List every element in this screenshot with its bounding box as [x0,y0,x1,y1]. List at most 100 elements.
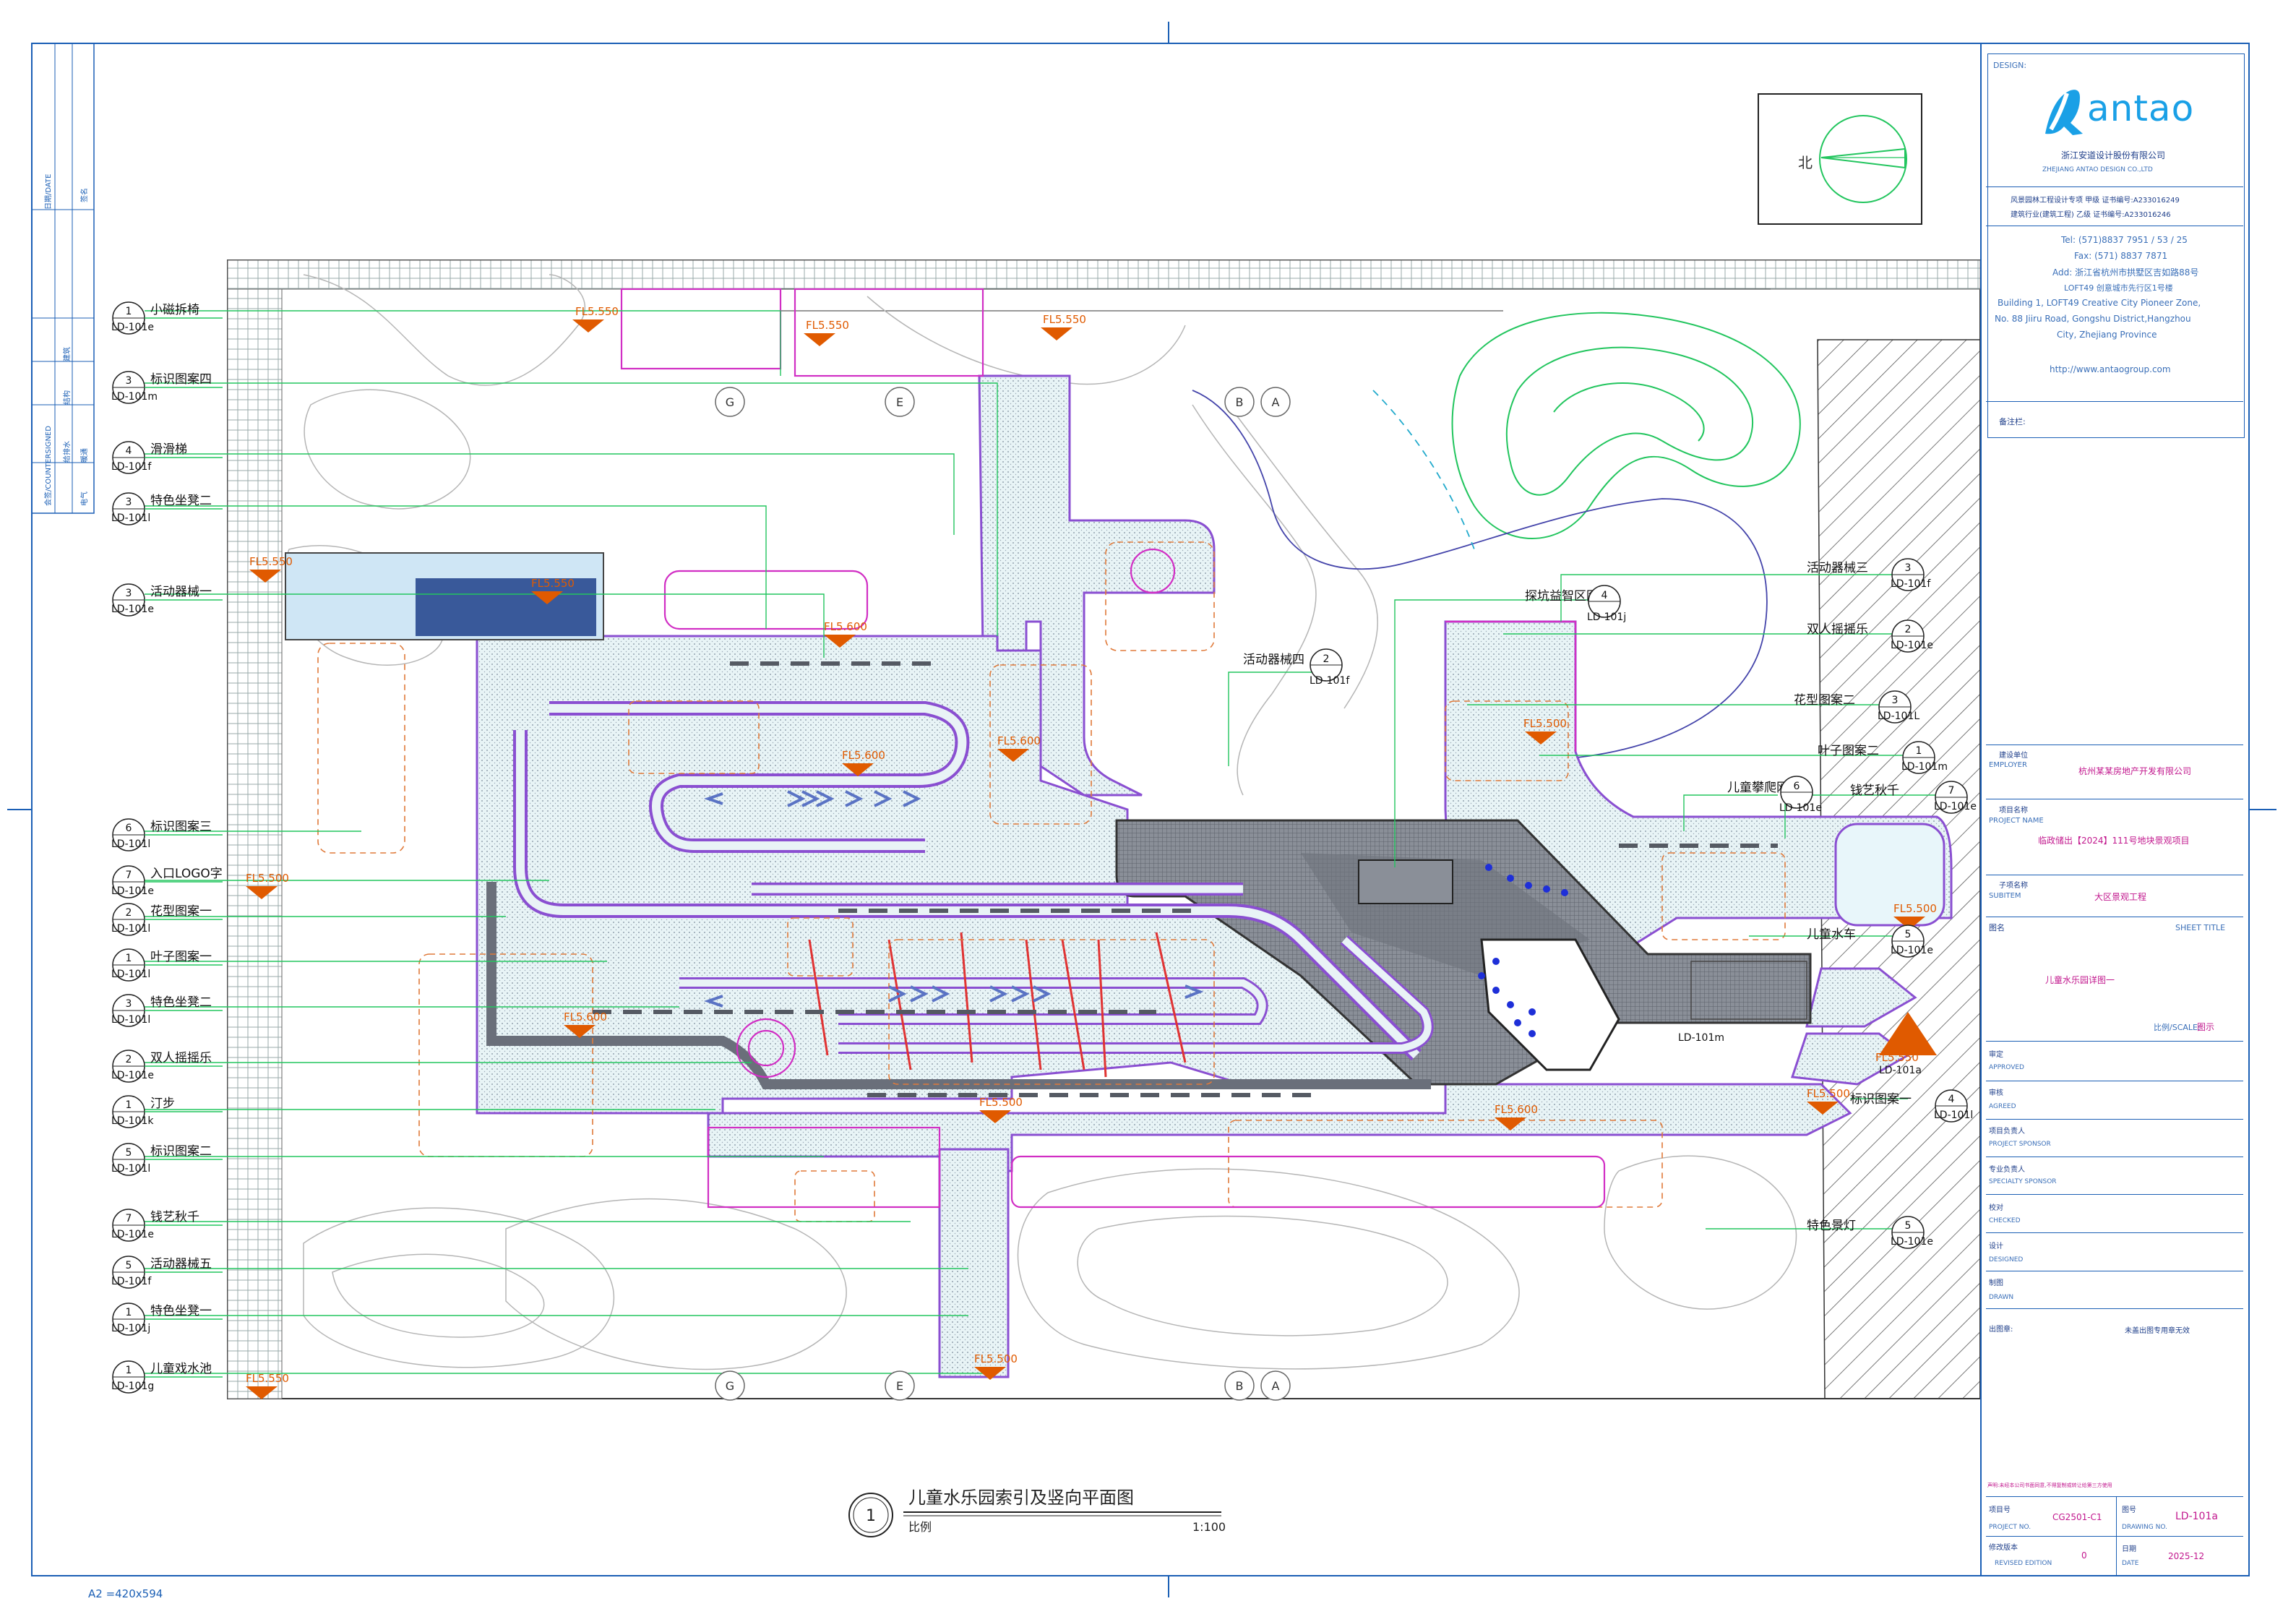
callout-label: 汀步 [150,1097,175,1111]
callout-reference: LD-101l [111,838,150,850]
elevation-marker: FL5.550 [804,319,849,346]
callout-number: 1 [1916,745,1922,757]
project-label-en: PROJECT NAME [1989,817,2044,825]
drawing-no-value: LD-101a [2175,1511,2218,1522]
callout-reference: LD-101e [111,1070,154,1081]
project-no-value: CG2501-C1 [2052,1512,2102,1522]
svg-text:FL5.500: FL5.500 [979,1096,1023,1109]
axis-label-a: A [1272,395,1280,409]
callout-number: 3 [126,588,132,599]
elevation-marker: FL5.500 [974,1352,1018,1380]
svg-text:FL5.500: FL5.500 [1807,1087,1850,1100]
date-label-en: DATE [2122,1560,2139,1567]
callout-label: 特色景灯 [1807,1219,1856,1233]
callout-reference: LD-101g [111,1381,154,1392]
callout-reference: LD-101l [111,1163,150,1175]
callout-label: 标识图案一 [1850,1092,1912,1107]
project-value: 临政储出【2024】111号地块景观项目 [2038,836,2190,846]
axis-bubbles: G E B A G E B A [715,387,1291,1401]
callout-number: 2 [126,907,132,919]
strip-col-label: 给排水 [64,441,72,463]
agreed-label-en: AGREED [1989,1103,2016,1110]
planting-outline [1192,390,1768,760]
callout-label: 儿童水车 [1807,927,1856,942]
callout-label: 标识图案四 [150,372,212,387]
callout-label: 儿童戏水池 [150,1362,212,1376]
callout-number: 1 [126,1307,132,1318]
agreed-label-cn: 审核 [1989,1089,2003,1097]
svg-text:FL5.600: FL5.600 [997,734,1041,747]
callout-reference: LD-101e [111,604,154,615]
callout-label: 叶子图案一 [150,950,212,964]
callout-label: 钱艺秋千 [150,1210,199,1224]
svg-text:LD-101j: LD-101j [1587,612,1626,623]
sheet-title-value: 儿童水乐园详图一 [2045,975,2115,985]
svg-text:FL5.550: FL5.550 [575,305,619,318]
employer-value: 杭州某某房地产开发有限公司 [2078,766,2192,776]
callout-reference: LD-101l [111,512,150,524]
svg-text:FL5.500: FL5.500 [974,1352,1018,1365]
slide-track [486,701,1434,1089]
callout-inner-ref: LD-101a [1879,1065,1922,1076]
address-en-3: City, Zhejiang Province [2057,330,2157,340]
callout-number: 2 [126,1054,132,1065]
callout-reference: LD-101e [1891,945,1933,956]
copyright-note: 声明:未经本公司书面同意,不得复制或转让给第三方使用 [1987,1482,2112,1488]
project-sponsor-label-en: PROJECT SPONSOR [1989,1141,2051,1148]
axis-label-a-bottom: A [1272,1379,1280,1393]
elevation-markers: FL5.550 FL5.550 FL5.550 FL5.550 FL5.550 … [246,305,1937,1399]
strip-col-label: 签名 [81,188,89,202]
subitem-label-cn: 子项名称 [1999,882,2028,890]
website-link[interactable]: http://www.antaogroup.com [2050,364,2171,374]
strip-col-label: 建筑 [64,347,72,361]
elevation-marker: FL5.500 [1893,902,1937,930]
callout-label: 滑滑梯 [150,442,187,457]
callout-number: 3 [126,497,132,508]
callout-reference: LD-101m [111,391,158,403]
elevation-marker: FL5.600 [824,620,867,648]
callout-left: 1LD-101g 儿童戏水池 [111,1360,223,1394]
callout-number: 7 [1948,785,1955,797]
divider [1986,186,2243,187]
subitem-value: 大区景观工程 [2094,892,2147,902]
callout-label: 特色坐凳二 [150,494,212,508]
checked-label-en: CHECKED [1989,1217,2021,1224]
revised-label-en: REVISED EDITION [1995,1560,2052,1567]
project-no-label-cn: 项目号 [1989,1506,2011,1514]
elevation-marker: FL5.550 [1875,1012,1937,1064]
callout-reference: LD-101e [111,322,154,333]
callout-reference: LD-101m [1901,761,1948,773]
divider [1986,401,2243,402]
svg-text:FL5.500: FL5.500 [246,872,289,885]
elevation-marker: FL5.600 [997,734,1041,762]
company-name-cn: 浙江安道设计股份有限公司 [2061,150,2166,160]
callouts-left: 1LD-101e小磁拆椅3LD-101m标识图案四4LD-101f滑滑梯3LD-… [111,301,223,1394]
callout-reference: LD-101e [1891,640,1933,651]
scale-label: 比例/SCALE: [2154,1023,2201,1032]
antao-logo-icon [2045,90,2083,135]
certificate-1: 风景园林工程设计专项 甲级 证书编号:A233016249 [2011,197,2180,205]
callout-inner-ref: LD-101m [1678,1032,1724,1044]
strip-col-label: 暖通 [81,448,89,463]
elevation-marker: FL5.550 [572,305,619,332]
drawing-title: 儿童水乐园索引及竖向平面图 [908,1488,1134,1508]
callout-reference: LD-101l [111,969,150,980]
sheet-title-label-en: SHEET TITLE [2175,923,2226,932]
callout-number: 3 [1892,695,1899,706]
callout-reference: LD-101f [111,1276,152,1287]
axis-label-e: E [896,395,903,409]
callout-number: 5 [1905,1220,1912,1232]
sheet-title-label-cn: 图名 [1989,923,2005,932]
certificate-2: 建筑行业(建筑工程) 乙级 证书编号:A233016246 [2011,211,2171,219]
callout-number: 1 [126,1365,132,1376]
